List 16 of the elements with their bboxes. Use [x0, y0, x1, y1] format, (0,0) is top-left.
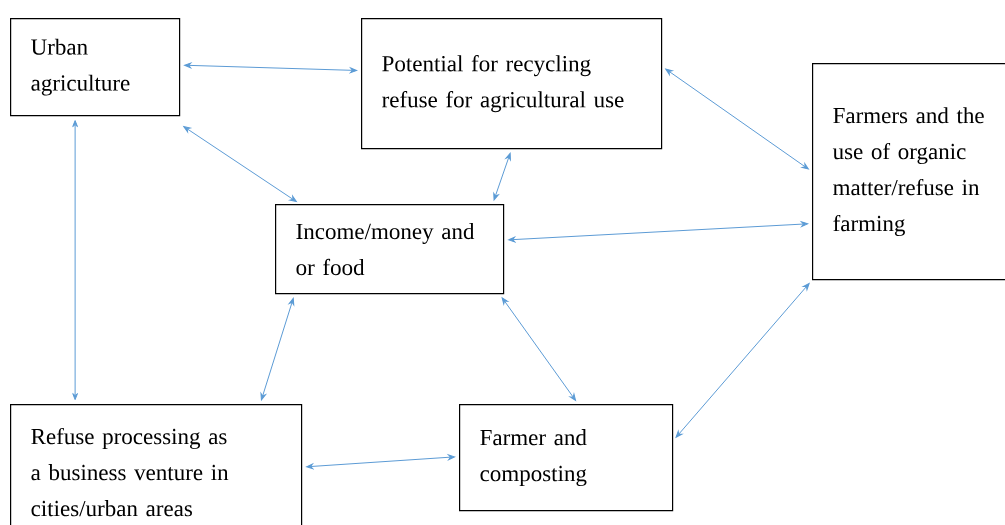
arrow — [665, 68, 809, 170]
text-box: Income/money and or food — [275, 204, 505, 295]
text-box: Urban agriculture — [10, 18, 181, 117]
arrow — [501, 297, 577, 401]
text-box: Farmers and the use of organic matter/refuse in farming — [812, 63, 1005, 281]
arrow — [675, 283, 810, 438]
text-box: Potential for recycling refuse for agricultural use — [361, 18, 663, 150]
text-box: Farmer and composting — [459, 404, 674, 512]
text-box: Refuse processing as a business venture in cities/urban areas — [10, 404, 303, 525]
arrow — [493, 152, 511, 201]
arrow — [508, 221, 809, 243]
arrow — [183, 126, 297, 203]
arrow — [184, 62, 358, 74]
arrow — [72, 120, 78, 401]
arrow — [306, 454, 456, 470]
arrow — [260, 297, 295, 401]
